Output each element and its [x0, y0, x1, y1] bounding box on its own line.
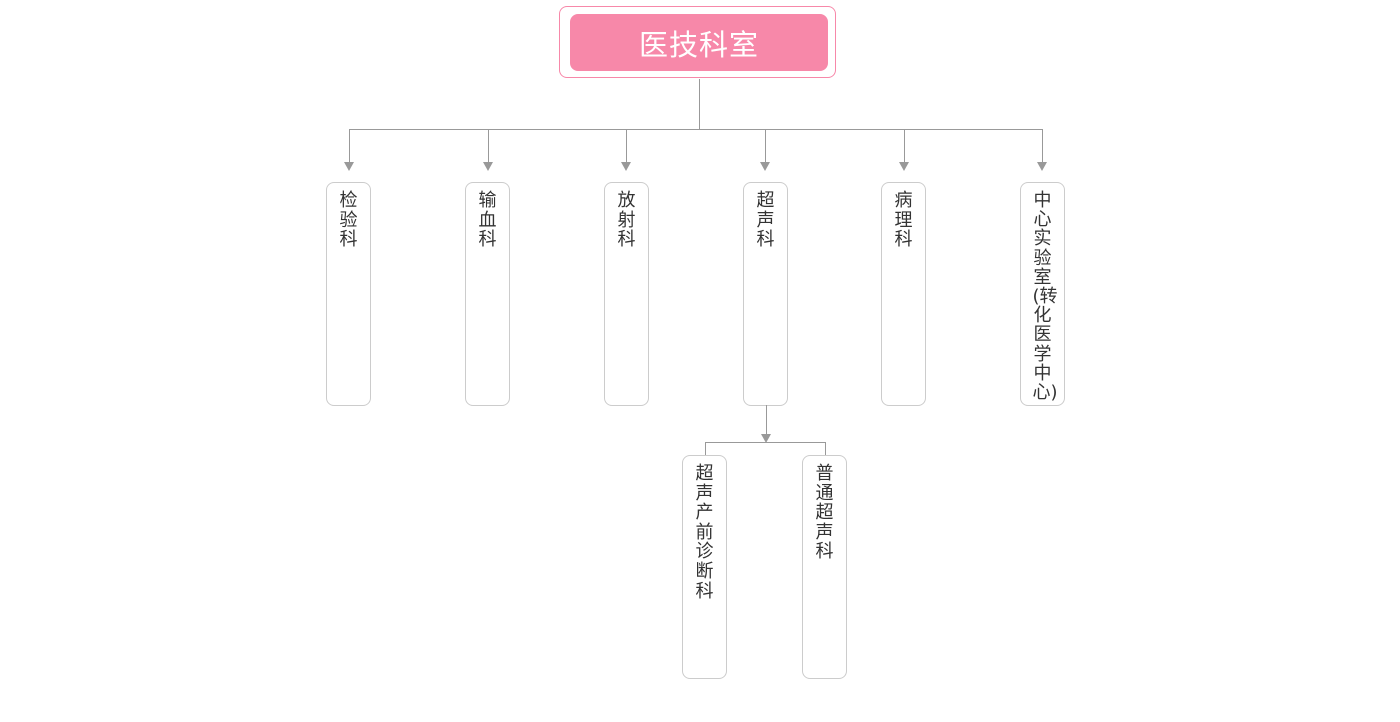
connector-sub-drop [705, 442, 706, 456]
node-label: 超声产前诊断科 [695, 463, 714, 602]
node-label: 输血科 [478, 190, 497, 251]
arrow-icon [1037, 162, 1047, 171]
node-central-lab[interactable]: 中心实验室(转化医学中心) [1020, 182, 1065, 406]
node-label: 检验科 [339, 190, 358, 251]
root-node[interactable]: 医技科室 [570, 14, 828, 71]
connector-bus [349, 129, 1043, 130]
node-lab[interactable]: 检验科 [326, 182, 371, 406]
connector-drop [904, 129, 905, 164]
connector-drop [626, 129, 627, 164]
connector-drop [765, 129, 766, 164]
connector-drop [349, 129, 350, 164]
arrow-icon [761, 434, 771, 443]
connector-ultrasound [766, 405, 767, 435]
node-pathology[interactable]: 病理科 [881, 182, 926, 406]
arrow-icon [899, 162, 909, 171]
connector-sub-drop [825, 442, 826, 456]
node-prenatal-ultrasound[interactable]: 超声产前诊断科 [682, 455, 727, 679]
connector-drop [1042, 129, 1043, 164]
connector-sub-bus [705, 442, 826, 443]
node-transfusion[interactable]: 输血科 [465, 182, 510, 406]
connector-drop [488, 129, 489, 164]
arrow-icon [344, 162, 354, 171]
node-general-ultrasound[interactable]: 普通超声科 [802, 455, 847, 679]
root-label: 医技科室 [638, 27, 759, 62]
node-radiology[interactable]: 放射科 [604, 182, 649, 406]
arrow-icon [760, 162, 770, 171]
node-label: 超声科 [756, 190, 775, 251]
node-label: 普通超声科 [815, 463, 834, 563]
arrow-icon [483, 162, 493, 171]
node-label: 中心实验室(转化医学中心) [1032, 190, 1058, 404]
node-label: 放射科 [617, 190, 636, 251]
node-ultrasound[interactable]: 超声科 [743, 182, 788, 406]
arrow-icon [621, 162, 631, 171]
connector-root [699, 79, 700, 129]
node-label: 病理科 [894, 190, 913, 251]
root-node-frame [559, 6, 836, 78]
